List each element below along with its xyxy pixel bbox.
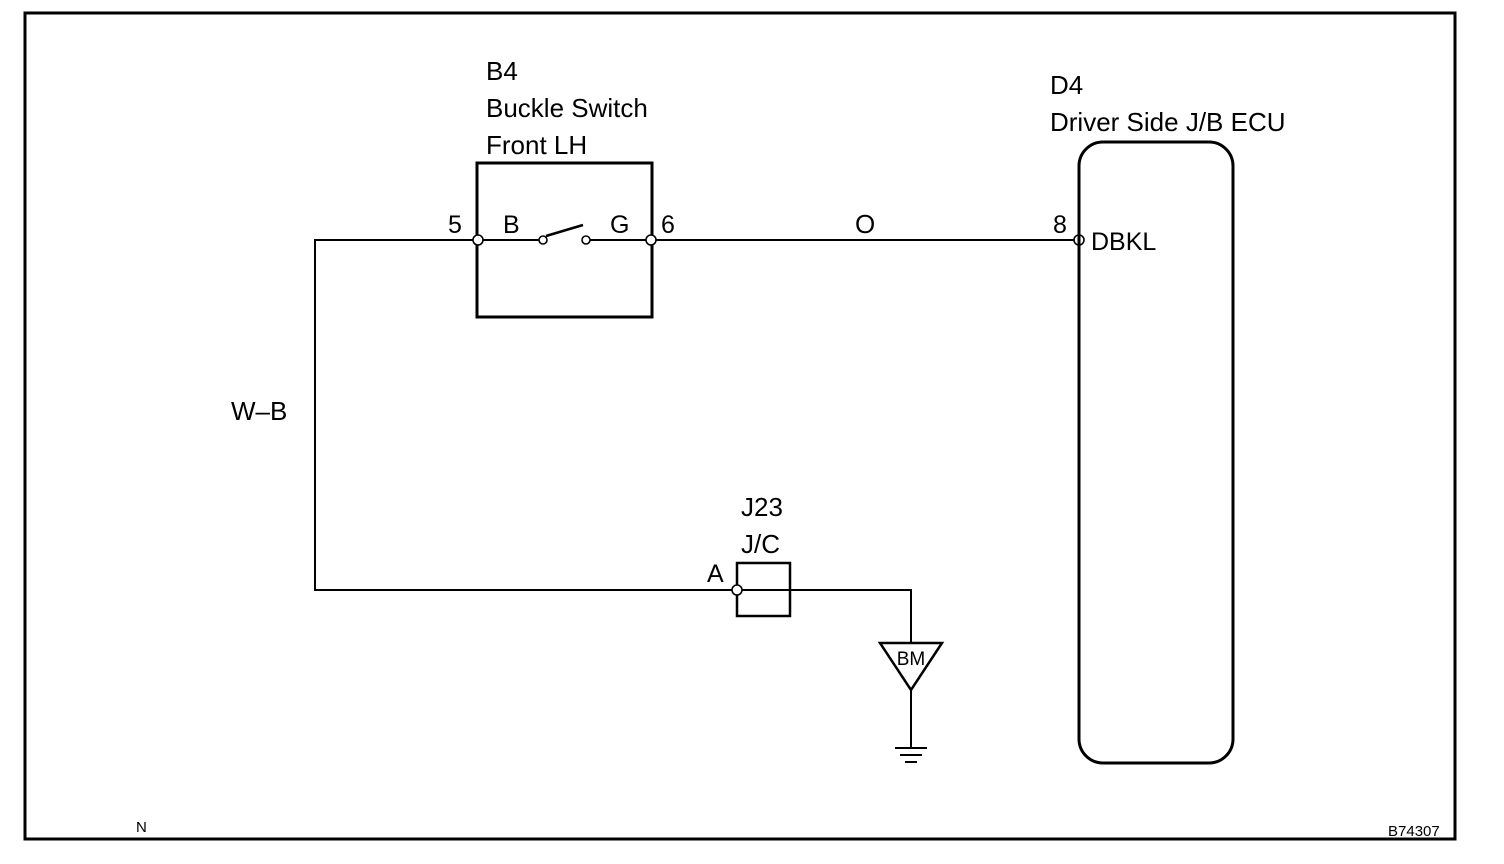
junction-code: J23 [741,492,783,522]
wire-color-w-b-label: W–B [231,396,287,426]
junction-name: J/C [741,529,780,559]
figure-id: B74307 [1388,823,1440,840]
terminal-6 [645,234,657,246]
diagram-frame [23,11,1457,841]
wire-color-o-label: O [855,209,875,239]
ecu-terminal-label: DBKL [1091,228,1156,256]
pin-8-label: 8 [1053,211,1067,239]
wire-ground [737,589,912,643]
pin-6-label: 6 [661,211,675,239]
ground-icon [895,747,927,763]
switch-terminal-b-label: B [503,211,520,239]
ecu-box [1077,140,1235,765]
ecu-code: D4 [1050,70,1083,100]
pin-5-label: 5 [448,211,462,239]
switch-contact-right [581,235,591,245]
junction-pin-label: A [707,560,724,588]
wire-w-b [314,239,737,591]
switch-terminal-g-label: G [610,211,629,239]
ground-point-label: BM [897,649,926,670]
buckle-switch-code: B4 [486,56,518,86]
switch-blade [545,223,584,238]
buckle-switch-name: Buckle Switch [486,93,648,123]
switch-contact-left [538,235,548,245]
terminal-5 [472,234,484,246]
footer-code: N [136,819,147,836]
ecu-name: Driver Side J/B ECU [1050,107,1286,137]
buckle-switch-name-2: Front LH [486,130,587,160]
junction-terminal [731,584,743,596]
ground-point-triangle [877,641,945,693]
